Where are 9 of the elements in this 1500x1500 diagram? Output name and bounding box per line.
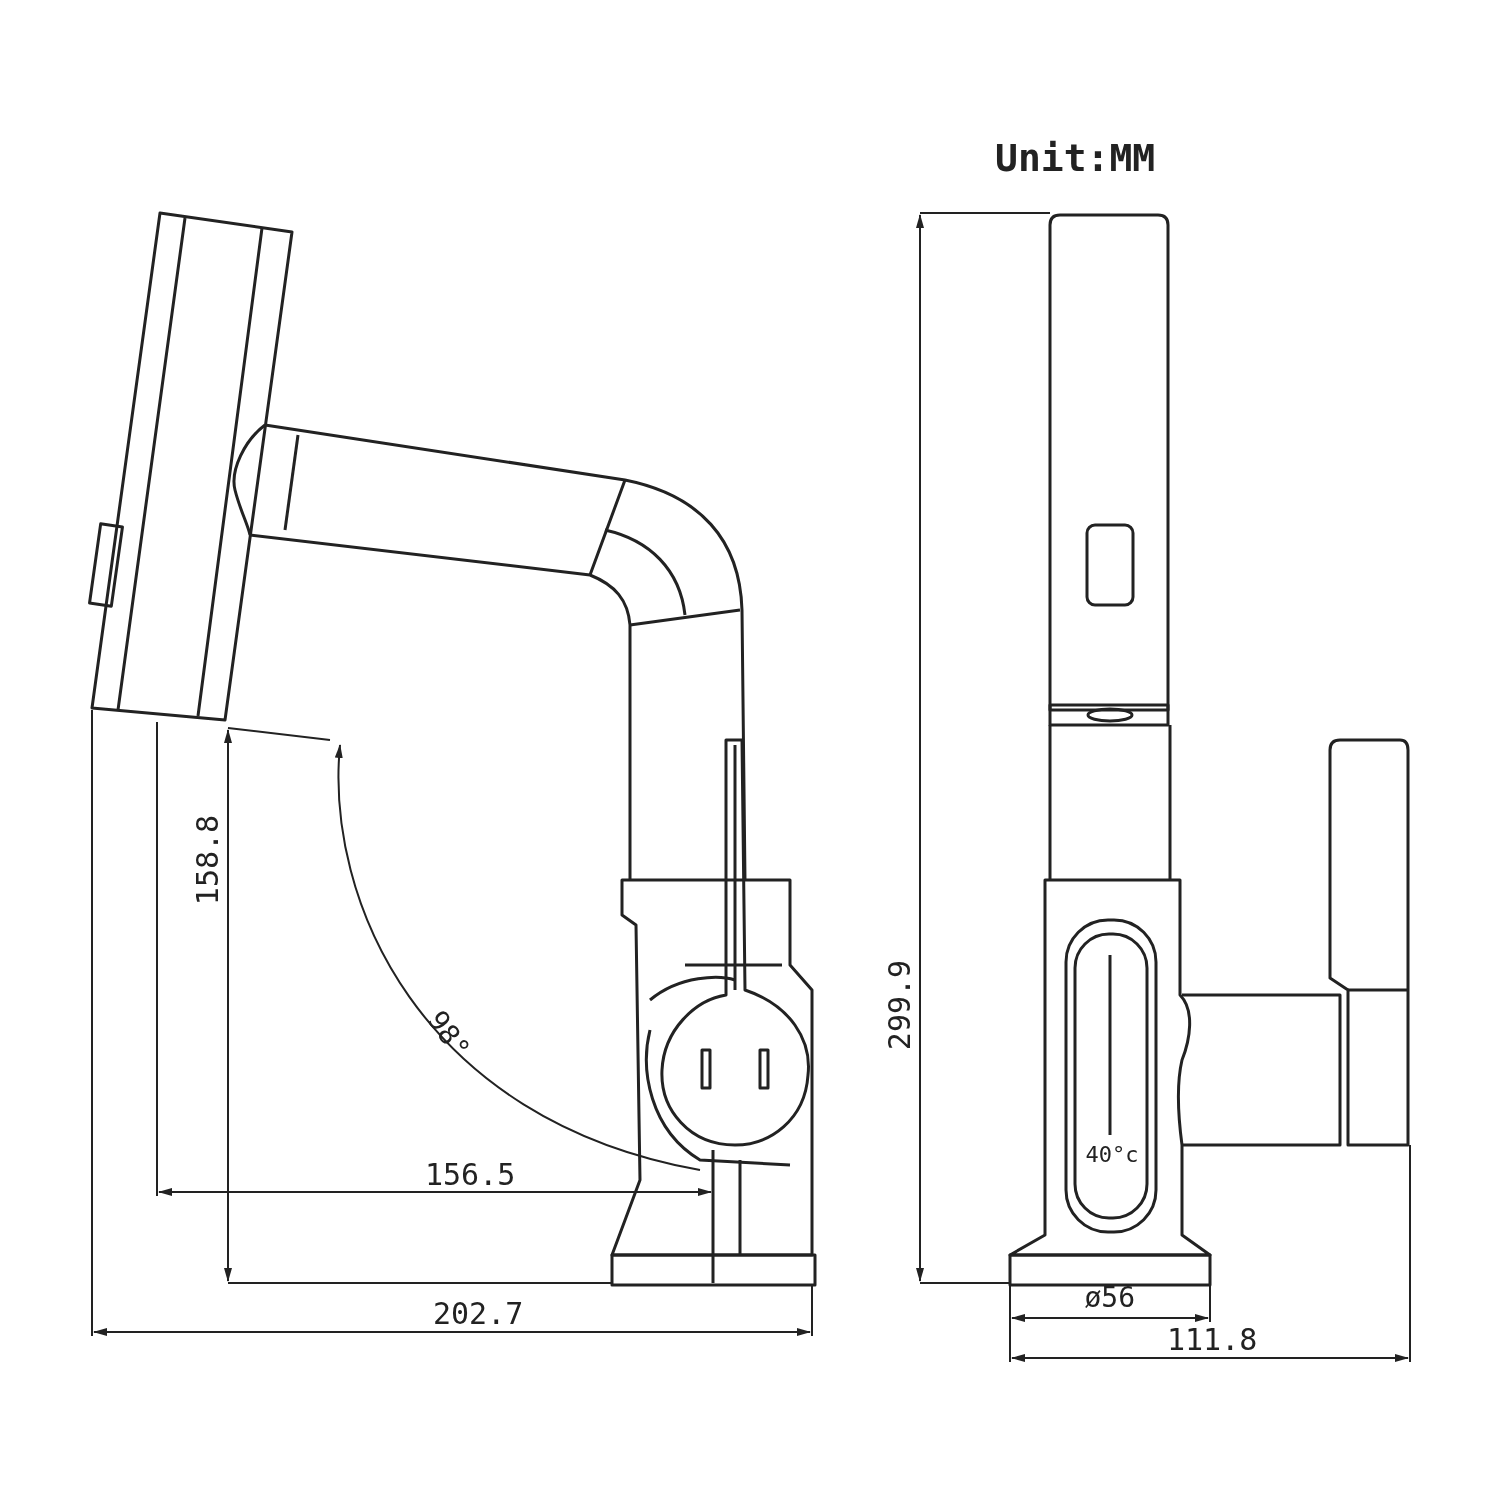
dimension-value: 299.9	[885, 959, 916, 1051]
dimension-value: 202.7	[433, 1299, 524, 1329]
angle-value: 98°	[421, 1006, 474, 1064]
unit-note: Unit:MM	[995, 139, 1156, 177]
dimension-value: 158.8	[193, 814, 224, 906]
dimension-value: ø56	[1084, 1284, 1136, 1312]
display-readout: 40°c	[1085, 1144, 1139, 1166]
dimension-value: 111.8	[1167, 1325, 1258, 1355]
dimension-value: 156.5	[425, 1160, 516, 1190]
